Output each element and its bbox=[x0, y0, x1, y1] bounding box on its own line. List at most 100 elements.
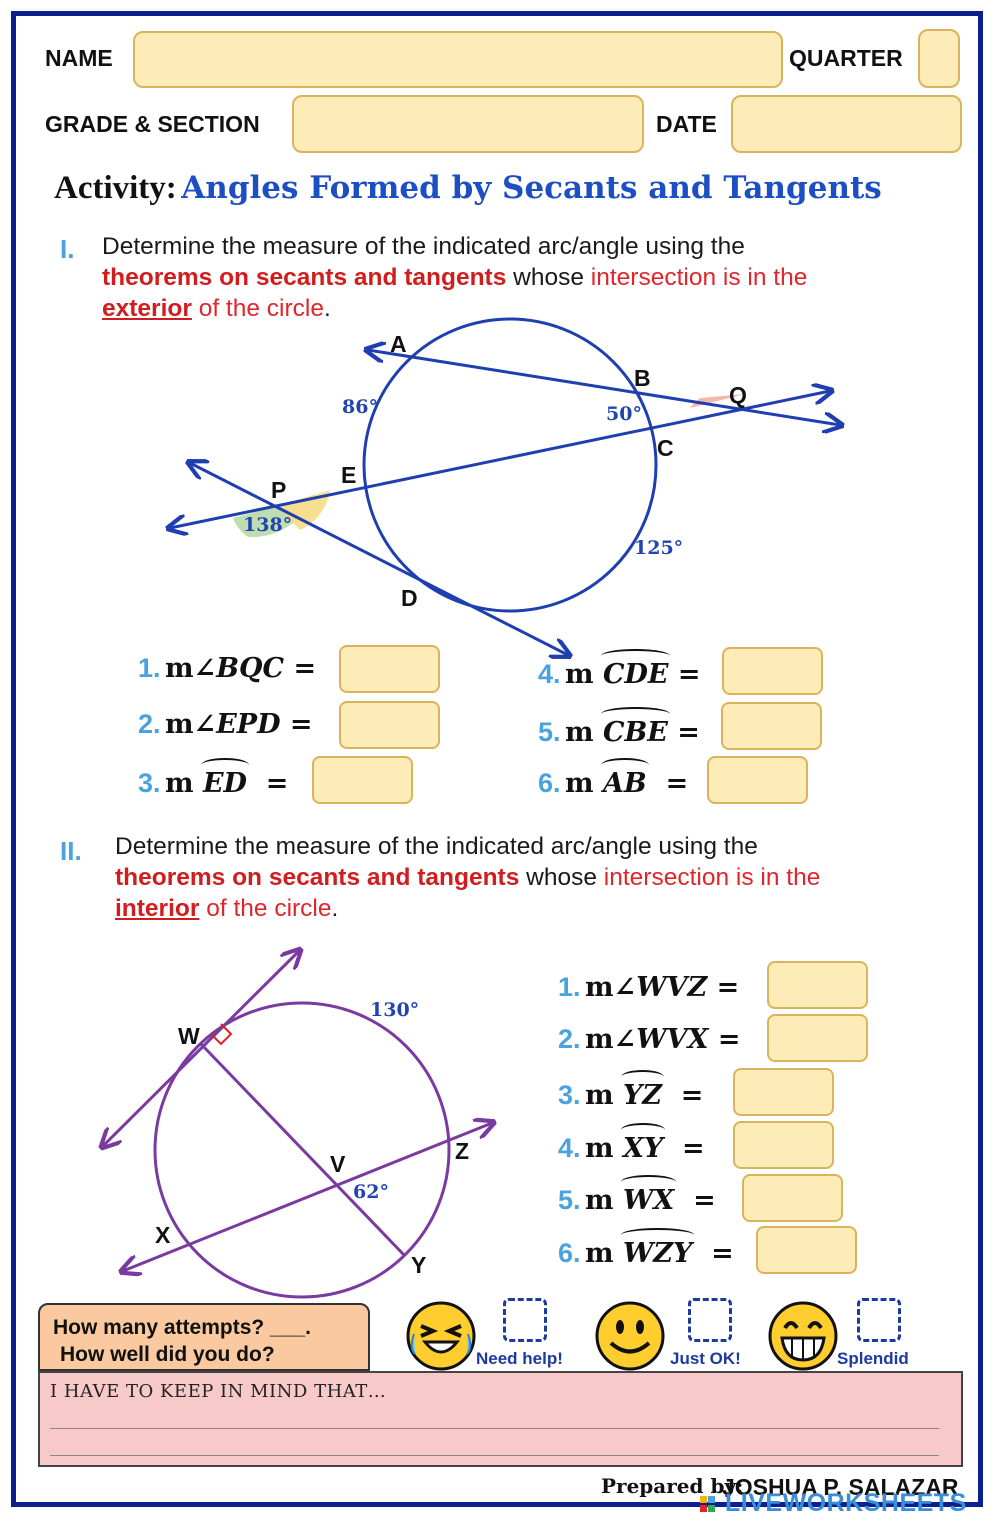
measure-86: 86° bbox=[342, 396, 378, 418]
part2-q6: 6. m WZY = bbox=[558, 1228, 734, 1269]
grade-section-field[interactable] bbox=[292, 95, 644, 153]
part1-where: intersection is in the bbox=[590, 264, 808, 291]
question-prefix: m bbox=[564, 659, 594, 690]
crying-emoji-icon[interactable] bbox=[405, 1300, 477, 1372]
watermark: LIVEWORKSHEETS bbox=[725, 1489, 967, 1517]
part2-theorems: theorems on secants and tangents bbox=[115, 864, 520, 891]
splendid-checkbox[interactable] bbox=[857, 1298, 901, 1342]
question-prefix: m∠ bbox=[164, 709, 217, 740]
part2-line1: Determine the measure of the indicated a… bbox=[115, 833, 758, 860]
secant-xz bbox=[123, 1123, 492, 1271]
part2-q3: 3. m YZ = bbox=[558, 1070, 703, 1111]
part1-numeral: I. bbox=[60, 234, 75, 264]
activity-title: Angles Formed by Secants and Tangents bbox=[181, 170, 882, 206]
splendid-label: Splendid bbox=[837, 1349, 909, 1368]
question-eq: = bbox=[716, 972, 740, 1003]
question-eq: = bbox=[682, 1133, 705, 1164]
question-arc: WZY bbox=[620, 1228, 695, 1269]
answer-p1-q5[interactable] bbox=[721, 702, 822, 750]
answer-p1-q3[interactable] bbox=[312, 756, 413, 804]
circle-1 bbox=[362, 317, 658, 613]
question-arc: CBE bbox=[600, 707, 670, 748]
part1-whose: whose bbox=[506, 264, 591, 291]
question-number: 1. bbox=[558, 972, 581, 1002]
secant-ec bbox=[170, 391, 830, 528]
part1-q2: 2. m∠EPD = bbox=[138, 709, 313, 740]
question-number: 4. bbox=[538, 659, 561, 689]
question-prefix: m∠ bbox=[584, 972, 637, 1003]
prepared-by-label: Prepared by: bbox=[601, 1474, 744, 1498]
question-prefix: m bbox=[564, 717, 594, 748]
point-a: A bbox=[390, 331, 407, 357]
question-prefix: m∠ bbox=[164, 653, 217, 684]
notes-label: I HAVE TO KEEP IN MIND THAT… bbox=[50, 1381, 387, 1402]
question-number: 3. bbox=[138, 768, 161, 798]
page-frame bbox=[11, 11, 983, 1507]
date-label: DATE bbox=[656, 111, 717, 137]
point-v: V bbox=[330, 1151, 346, 1177]
question-arc: CDE bbox=[600, 649, 671, 690]
measure-62: 62° bbox=[353, 1181, 389, 1203]
notes-line bbox=[50, 1455, 939, 1456]
answer-p2-q4[interactable] bbox=[733, 1121, 834, 1169]
just-ok-checkbox[interactable] bbox=[688, 1298, 732, 1342]
part2-q2: 2. m∠WVX = bbox=[558, 1024, 740, 1055]
answer-p1-q2[interactable] bbox=[339, 701, 440, 749]
answer-p2-q1[interactable] bbox=[767, 961, 868, 1009]
part1-tail: of the circle bbox=[191, 295, 324, 322]
question-eq: = bbox=[717, 1024, 741, 1055]
answer-p1-q1[interactable] bbox=[339, 645, 440, 693]
point-d: D bbox=[401, 585, 418, 611]
point-y: Y bbox=[411, 1252, 426, 1278]
answer-p2-q5[interactable] bbox=[742, 1174, 843, 1222]
need-help-checkbox[interactable] bbox=[503, 1298, 547, 1342]
point-p: P bbox=[271, 477, 286, 503]
part1-q5: 5. m CBE = bbox=[538, 707, 700, 748]
question-var: EPD bbox=[216, 709, 281, 740]
measure-138: 138° bbox=[243, 514, 292, 536]
answer-p2-q2[interactable] bbox=[767, 1014, 868, 1062]
part1-line1: Determine the measure of the indicated a… bbox=[102, 233, 745, 260]
measure-130: 130° bbox=[370, 999, 419, 1021]
smile-emoji-icon[interactable] bbox=[594, 1300, 666, 1372]
question-eq: = bbox=[665, 768, 689, 799]
measure-125: 125° bbox=[634, 537, 683, 559]
grin-emoji-icon[interactable] bbox=[767, 1300, 839, 1372]
question-eq: = bbox=[293, 653, 317, 684]
question-prefix: m bbox=[164, 768, 194, 799]
liveworksheets-logo-icon bbox=[700, 1494, 724, 1516]
question-prefix: m bbox=[584, 1238, 614, 1269]
quarter-field[interactable] bbox=[918, 29, 960, 88]
question-prefix: m bbox=[584, 1133, 614, 1164]
part1-q6: 6. m AB = bbox=[538, 758, 689, 799]
answer-p2-q3[interactable] bbox=[733, 1068, 834, 1116]
question-number: 6. bbox=[538, 768, 561, 798]
part2-numeral: II. bbox=[60, 836, 82, 866]
question-number: 2. bbox=[138, 709, 161, 739]
question-arc: AB bbox=[600, 758, 649, 799]
question-prefix: m bbox=[584, 1185, 614, 1216]
point-e: E bbox=[341, 462, 356, 488]
part1-q4: 4. m CDE = bbox=[538, 649, 700, 690]
quarter-label: QUARTER bbox=[789, 45, 903, 71]
name-field[interactable] bbox=[133, 31, 783, 88]
point-z: Z bbox=[455, 1138, 469, 1164]
right-angle-mark bbox=[210, 1023, 233, 1046]
notes-box[interactable]: I HAVE TO KEEP IN MIND THAT… bbox=[38, 1371, 963, 1467]
part2-region: interior bbox=[115, 895, 200, 922]
measure-50: 50° bbox=[606, 403, 642, 425]
part2-whose: whose bbox=[519, 864, 604, 891]
part1-instructions: Determine the measure of the indicated a… bbox=[102, 231, 952, 324]
activity-heading: Activity: Angles Formed by Secants and T… bbox=[54, 170, 882, 207]
need-help-label: Need help! bbox=[476, 1349, 563, 1368]
answer-p1-q4[interactable] bbox=[722, 647, 823, 695]
question-var: WVX bbox=[636, 1024, 709, 1055]
part1-region: exterior bbox=[102, 295, 192, 322]
answer-p2-q6[interactable] bbox=[756, 1226, 857, 1274]
answer-p1-q6[interactable] bbox=[707, 756, 808, 804]
question-var: WVZ bbox=[636, 972, 708, 1003]
part2-period: . bbox=[331, 895, 339, 922]
date-field[interactable] bbox=[731, 95, 962, 153]
question-number: 6. bbox=[558, 1238, 581, 1268]
tangent-w bbox=[103, 951, 299, 1146]
